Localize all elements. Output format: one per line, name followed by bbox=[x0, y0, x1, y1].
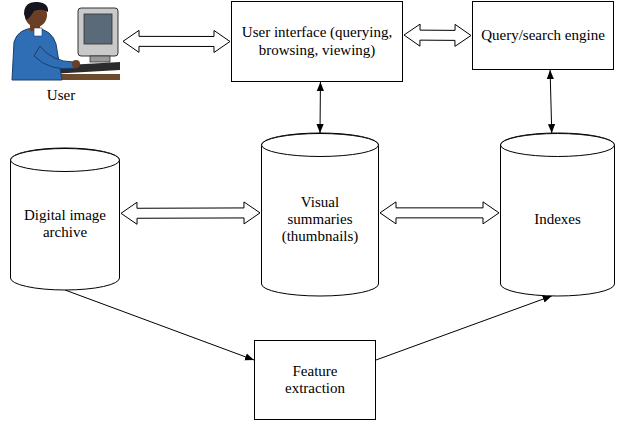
process-box: Query/search engine bbox=[472, 1, 614, 70]
node-label: Visual summaries (thumbnails) bbox=[267, 194, 373, 246]
node-label: User bbox=[47, 87, 75, 104]
node-label: Query/search engine bbox=[481, 27, 605, 44]
node-label: Indexes bbox=[534, 211, 581, 228]
process-box: User interface (querying, browsing, view… bbox=[231, 1, 403, 82]
connector-arrow bbox=[376, 296, 552, 360]
database-cylinder: Visual summaries (thumbnails) bbox=[261, 133, 379, 296]
database-cylinder: Digital image archive bbox=[10, 148, 120, 290]
node-label: Digital image archive bbox=[16, 207, 114, 242]
connector-arrow bbox=[65, 290, 254, 360]
double-arrow bbox=[380, 202, 499, 224]
user-actor: User bbox=[0, 0, 122, 106]
node-label: User interface (querying, browsing, view… bbox=[238, 24, 396, 59]
user-figure bbox=[12, 2, 120, 80]
node-label: Feature extraction bbox=[261, 363, 369, 398]
double-arrow bbox=[404, 24, 471, 46]
connector-arrow bbox=[550, 70, 552, 133]
process-box: Feature extraction bbox=[254, 340, 376, 420]
double-arrow bbox=[123, 30, 230, 52]
database-cylinder: Indexes bbox=[500, 133, 615, 296]
double-arrow bbox=[121, 202, 260, 224]
connector-arrow bbox=[320, 82, 321, 133]
